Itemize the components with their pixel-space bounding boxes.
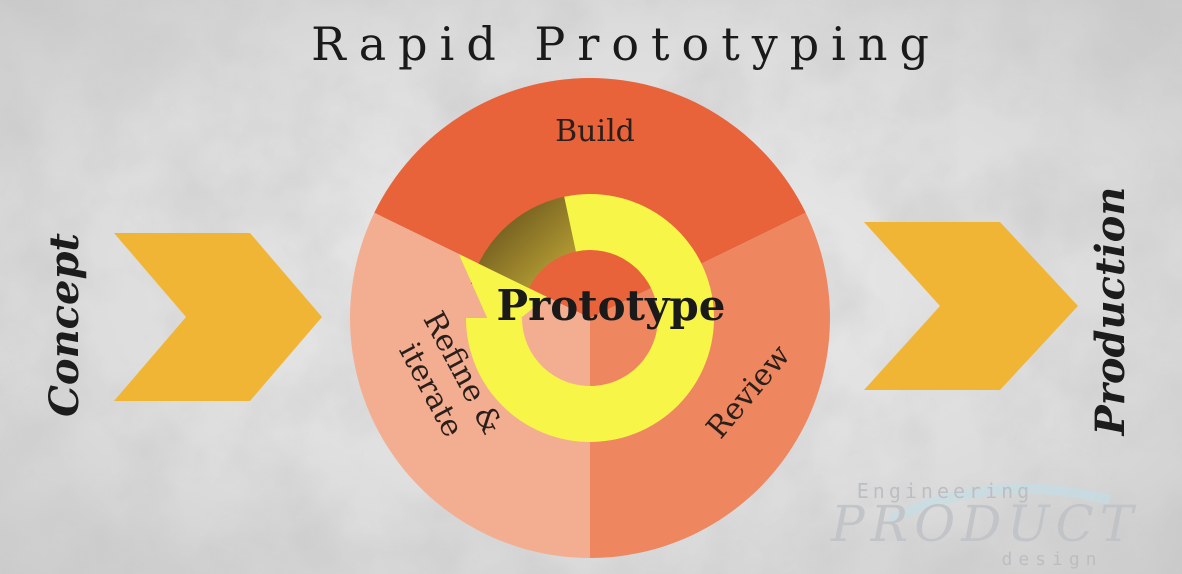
logo-bottom-text: design <box>1001 549 1102 570</box>
logo-main-text: PRODUCT <box>830 495 1139 553</box>
label-concept: Concept <box>41 233 88 417</box>
ring-arrow <box>466 193 715 442</box>
label-production: Production <box>1087 187 1134 437</box>
logo-top-text: Engineering <box>857 479 1033 503</box>
center-label: Prototype <box>496 281 725 330</box>
label-build: Build <box>555 114 635 149</box>
ring-arrow-head <box>458 254 547 338</box>
prototype-cycle-ring <box>458 193 715 442</box>
chevron-arrow-right <box>864 222 1078 390</box>
chevron-arrow-left <box>114 233 322 401</box>
logo: Engineering PRODUCT design <box>830 479 1139 570</box>
segment-review <box>590 212 830 559</box>
page-title: Rapid Prototyping <box>311 17 941 71</box>
logo-swoosh <box>887 483 1112 525</box>
